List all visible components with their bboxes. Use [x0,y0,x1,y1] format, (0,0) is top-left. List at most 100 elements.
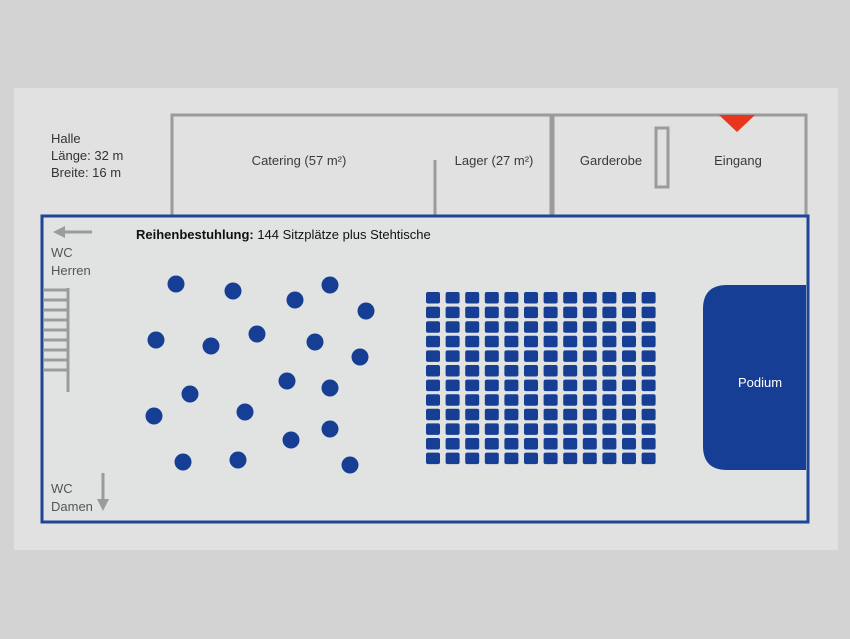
seat [524,394,538,406]
seat [524,379,538,392]
seat [641,423,656,435]
seat [582,365,597,377]
seat [543,292,558,304]
seat [543,350,558,362]
standing-table [278,372,296,390]
seat [504,423,519,435]
standing-table [145,407,163,425]
main-hall [40,214,810,524]
seat [426,379,440,392]
standing-table [351,348,369,366]
seat [602,408,617,421]
seat [484,438,499,450]
seat [622,350,636,362]
seat [543,306,558,319]
seat [465,408,480,421]
seat [504,365,519,377]
seat [465,423,480,435]
seat [641,306,656,319]
podium [703,285,806,470]
seating-caption: Reihenbestuhlung: 144 Sitzplätze plus St… [136,227,431,242]
seat [641,452,656,465]
seat [543,394,558,406]
seat [426,452,440,465]
seat [426,394,440,406]
seat [426,438,440,450]
room-label-eingang: Eingang [714,153,762,168]
seat [622,321,636,333]
seat [582,452,597,465]
seat [445,335,460,348]
seat [641,335,656,348]
seat [465,350,480,362]
seat [426,408,440,421]
seat [524,365,538,377]
seat [524,306,538,319]
seat [445,452,460,465]
seat [484,350,499,362]
seat [504,292,519,304]
seat [465,335,480,348]
garderobe-rack [654,126,670,189]
hall-width: Breite: 16 m [51,165,122,180]
seat [484,321,499,333]
standing-table [236,403,254,421]
seat [484,394,499,406]
seat [484,452,499,465]
seat [641,394,656,406]
seat [484,408,499,421]
standing-table [357,302,375,320]
seat [484,292,499,304]
seat [543,321,558,333]
seat [524,408,538,421]
seat [563,335,578,348]
seat [602,321,617,333]
seat [524,438,538,450]
seat [426,350,440,362]
wc-herren-line1: WC [51,245,73,260]
seat [504,438,519,450]
seat [484,423,499,435]
seat [622,408,636,421]
seat [465,452,480,465]
seat [582,423,597,435]
seat [504,306,519,319]
seat [622,438,636,450]
standing-table [248,325,266,343]
seat [563,350,578,362]
seat [524,292,538,304]
podium-label: Podium [737,375,783,390]
seat [504,408,519,421]
seat [563,408,578,421]
standing-table [224,282,242,300]
seat [641,292,656,304]
seat [563,438,578,450]
seat [602,452,617,465]
seat [445,408,460,421]
seat [563,423,578,435]
hall-length: Länge: 32 m [51,148,124,163]
seat [641,408,656,421]
stairs [43,288,70,392]
seat [465,394,480,406]
seat [622,452,636,465]
hall-info: Halle Länge: 32 m Breite: 16 m [51,130,123,181]
seat [563,365,578,377]
seat [484,365,499,377]
seat [445,306,460,319]
seat [543,379,558,392]
wc-herren-label: WC Herren [51,244,91,280]
seat [582,335,597,348]
seat [504,350,519,362]
seat [563,379,578,392]
seat [602,438,617,450]
standing-tables [145,275,375,474]
standing-table [321,420,339,438]
standing-table [321,379,339,397]
seat [543,438,558,450]
seat [543,452,558,465]
seat [504,335,519,348]
seat [465,292,480,304]
seat [426,423,440,435]
